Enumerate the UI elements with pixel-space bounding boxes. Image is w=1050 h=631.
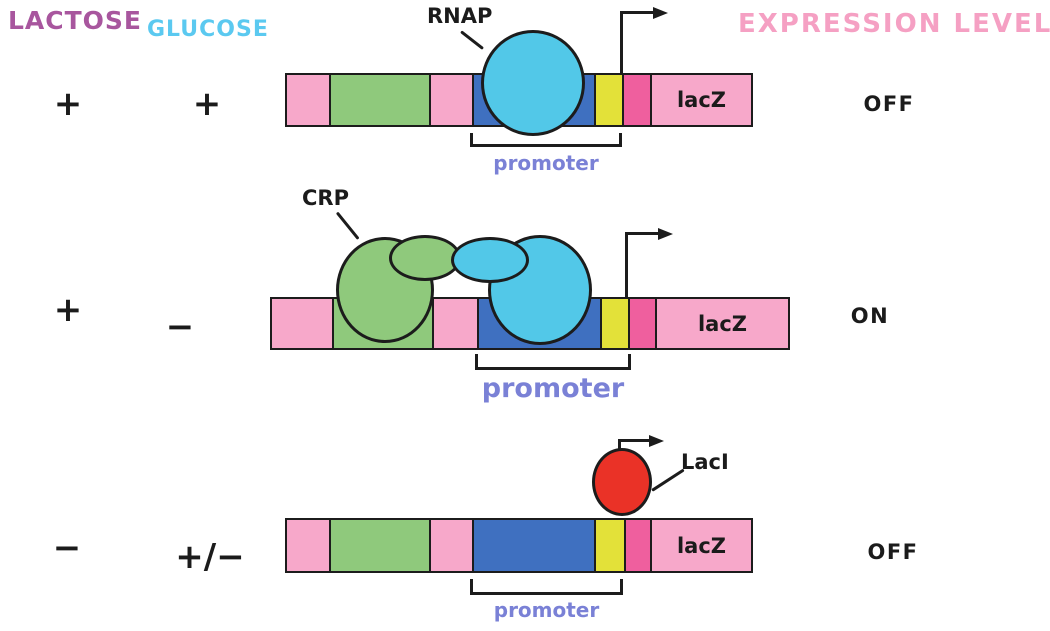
- transcription-arrow-shaft: [620, 11, 654, 14]
- promoter-segment-yellow: [594, 520, 624, 571]
- lacz-gene-label: lacZ: [676, 88, 727, 112]
- laci-pointer-line: [651, 468, 685, 492]
- row1-lactose-state: +: [53, 84, 83, 124]
- row3-glucose-state: +/−: [175, 537, 245, 577]
- rnap-protein: [481, 30, 585, 136]
- transcription-arrow-shaft: [618, 439, 650, 442]
- row3-lactose-state: −: [52, 528, 82, 568]
- cap-site-segment: [329, 75, 429, 125]
- promoter-bracket: [475, 354, 631, 370]
- lacz-gene-segment: lacZ: [655, 299, 788, 348]
- transcription-arrow-shaft: [625, 232, 659, 235]
- promoter-segment-yellow: [600, 299, 628, 348]
- dna-segment-pink: [429, 75, 472, 125]
- transcription-arrow-stem: [620, 11, 623, 73]
- laci-label: LacI: [681, 450, 729, 474]
- promoter-label: promoter: [493, 151, 599, 175]
- lacz-gene-label: lacZ: [697, 311, 748, 336]
- transcription-arrow-head-icon: [658, 227, 673, 240]
- crp-label: CRP: [302, 186, 349, 210]
- dna-segment-pink: [287, 520, 329, 571]
- promoter-label: promoter: [481, 373, 625, 404]
- lacz-gene-label: lacZ: [676, 533, 727, 558]
- promoter-bracket: [470, 133, 622, 147]
- operator-segment: [624, 520, 650, 571]
- dna-segment-pink: [272, 299, 332, 348]
- expression-level-column-header: EXPRESSION LEVEL: [738, 9, 1050, 39]
- transcription-arrow-head-icon: [653, 6, 668, 19]
- row1-expression-level: OFF: [863, 92, 915, 116]
- crp-protein: [336, 237, 434, 343]
- row2-glucose-state: −: [165, 307, 195, 347]
- crp-pointer-line: [335, 211, 360, 240]
- row1-glucose-state: +: [192, 84, 222, 124]
- dna-segment-pink: [287, 75, 329, 125]
- operator-segment: [622, 75, 650, 125]
- lactose-column-header: LACTOSE: [8, 6, 143, 35]
- operator-segment: [628, 299, 655, 348]
- rnap-pointer-line: [460, 30, 484, 50]
- row3-dna-strip: lacZ: [285, 518, 753, 573]
- lacz-gene-segment: lacZ: [650, 520, 751, 571]
- promoter-bracket: [470, 579, 623, 595]
- promoter-segment-yellow: [594, 75, 622, 125]
- transcription-arrow-head-icon: [649, 434, 664, 447]
- lacz-gene-segment: lacZ: [650, 75, 751, 125]
- cap-site-segment: [329, 520, 429, 571]
- rnap-label: RNAP: [427, 4, 493, 28]
- dna-segment-pink: [432, 299, 477, 348]
- laci-repressor-protein: [592, 448, 652, 516]
- transcription-arrow-stem: [625, 232, 628, 297]
- dna-segment-pink: [429, 520, 472, 571]
- row3-expression-level: OFF: [867, 540, 919, 564]
- row2-expression-level: ON: [850, 304, 890, 328]
- promoter-segment-blue: [472, 520, 594, 571]
- promoter-label: promoter: [493, 598, 600, 622]
- row2-lactose-state: +: [53, 290, 83, 330]
- glucose-column-header: GLUCOSE: [147, 17, 269, 42]
- rnap-protein-subunit: [451, 237, 529, 283]
